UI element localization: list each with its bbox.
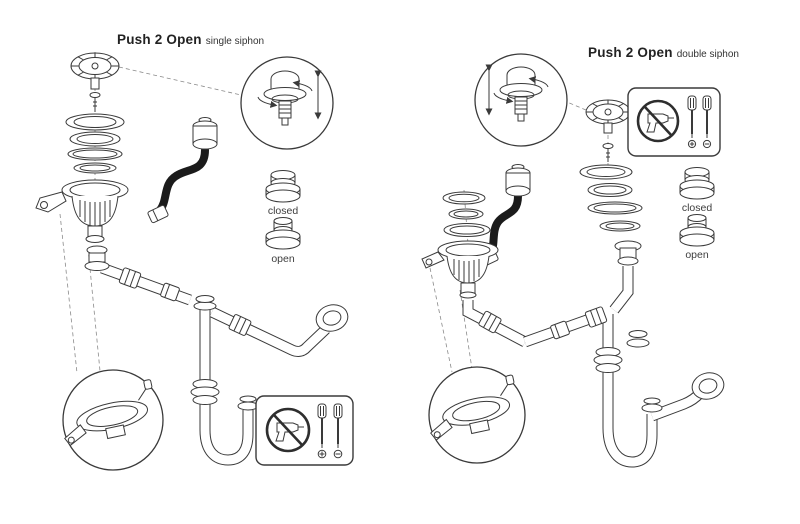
left-diagram [35, 52, 354, 471]
no-drill-icon [265, 407, 311, 453]
underside-mechanism-icon [430, 374, 515, 441]
left-title-sub: single siphon [205, 36, 265, 47]
gasket-rings [65, 113, 125, 174]
button-open-state [265, 217, 301, 250]
right-diagram [421, 53, 725, 468]
push-button-inset [240, 56, 334, 150]
siphon-pipes [100, 262, 330, 466]
screwdrivers-icon [687, 95, 712, 149]
button-closed-state [679, 167, 715, 200]
strainer-cap [585, 99, 631, 134]
button-open-state [679, 214, 715, 247]
right-closed-label: closed [681, 202, 713, 214]
strainer-cap [70, 52, 120, 90]
strainer-body [421, 191, 499, 299]
right-title-sub: double siphon [676, 49, 739, 60]
push-button-icon [263, 70, 307, 126]
underside-inset [428, 366, 526, 464]
screwdrivers-icon [317, 403, 343, 459]
underside-mechanism-icon [64, 379, 153, 447]
rotate-arrows-icon [493, 76, 549, 104]
wall-flange [315, 304, 349, 332]
overflow-hose [147, 117, 218, 224]
right-open-label: open [685, 249, 709, 261]
screw [89, 92, 101, 112]
rotate-arrows-icon [257, 80, 313, 108]
no-drill-box [627, 87, 721, 157]
right-title-main: Push 2 Open [588, 45, 673, 60]
button-closed-state [265, 170, 301, 203]
push-button-inset [474, 53, 568, 147]
screw [602, 143, 614, 162]
wall-flange [691, 372, 725, 400]
siphon-pipes [462, 266, 705, 468]
left-title-main: Push 2 Open [117, 32, 202, 47]
strainer-body [35, 179, 129, 243]
tailpiece-parts [84, 245, 110, 271]
underside-inset [62, 369, 164, 471]
left-open-label: open [271, 253, 295, 265]
left-closed-label: closed [267, 205, 299, 217]
push-button-icon [499, 66, 543, 122]
gasket-rings [579, 164, 643, 232]
no-drill-box [255, 395, 354, 466]
drain-fitting [614, 240, 642, 266]
no-drill-icon [636, 99, 680, 143]
